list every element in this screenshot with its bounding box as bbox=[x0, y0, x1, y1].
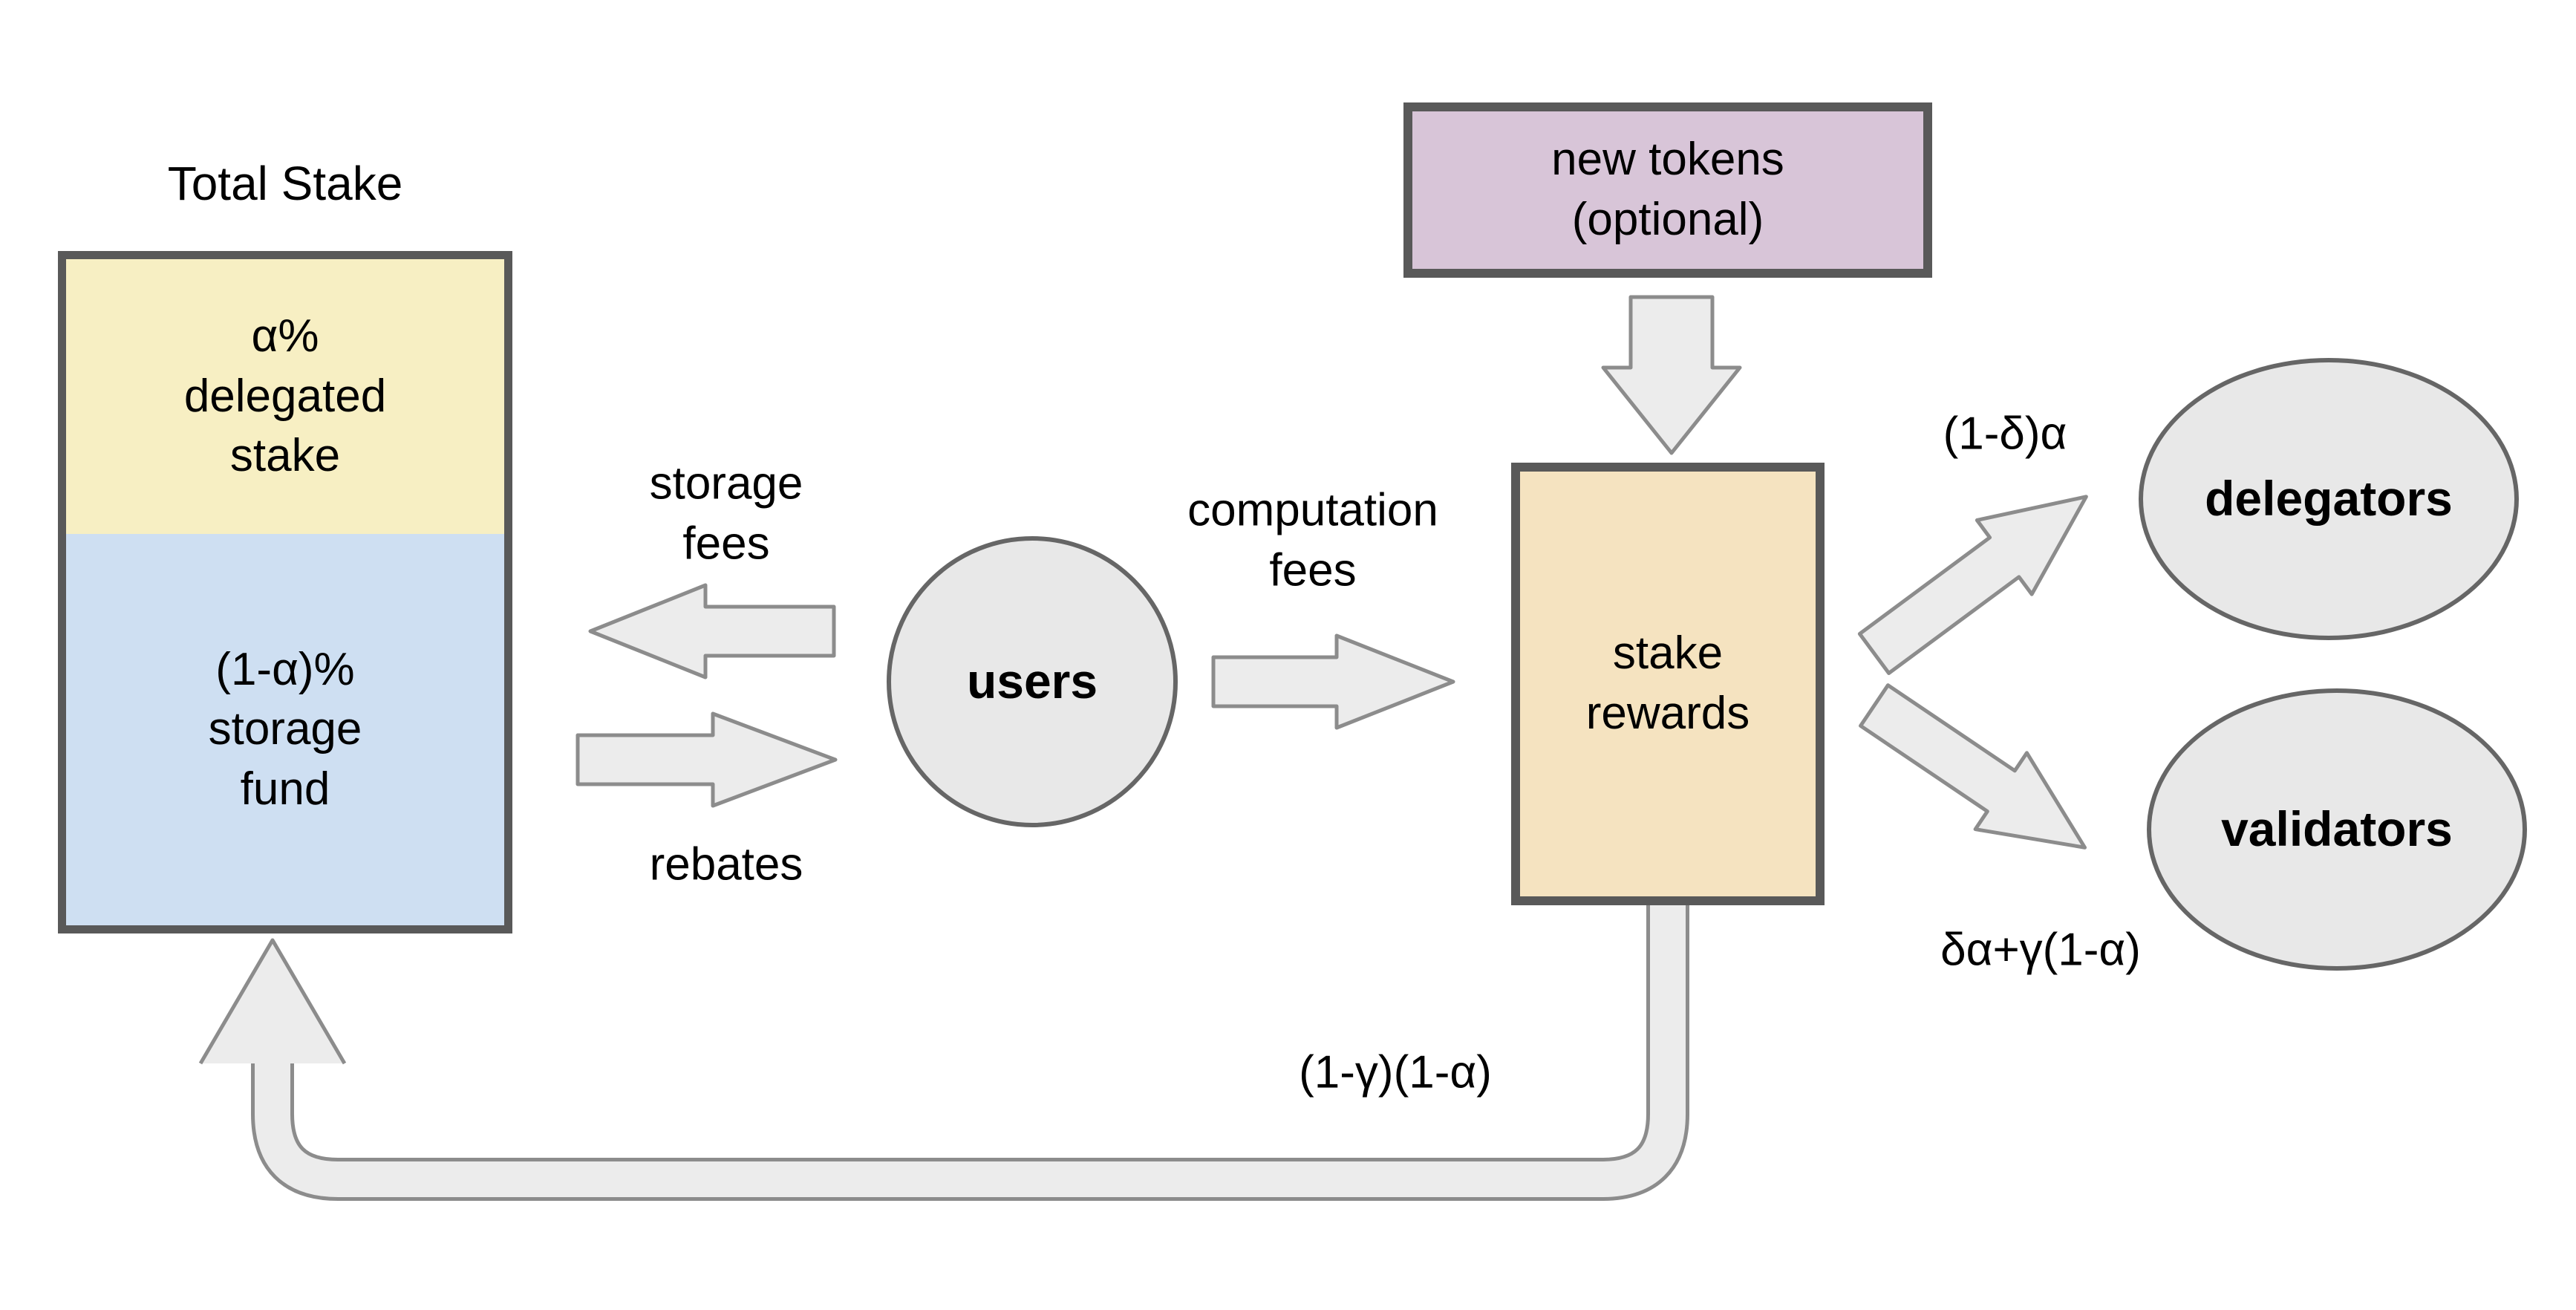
rebates-label: rebates bbox=[649, 838, 803, 890]
stake-rewards-line2: rewards bbox=[1585, 688, 1750, 739]
delegators-label: delegators bbox=[2205, 471, 2453, 527]
delegators-arrow bbox=[1857, 495, 2088, 676]
new-tokens-line2: (optional) bbox=[1571, 194, 1764, 245]
storage-fund-line1: (1-α)% bbox=[215, 643, 355, 695]
storage-fund-return-arrowhead-outline bbox=[198, 938, 347, 1065]
storage-fees-line2: fees bbox=[682, 518, 770, 569]
validators-share-label: δα+γ(1-α) bbox=[1940, 924, 2141, 976]
delegators-share-label: (1-δ)α bbox=[1943, 408, 2067, 460]
new-tokens-line1: new tokens bbox=[1551, 134, 1784, 186]
storage-fund-line3: fund bbox=[240, 763, 330, 815]
delegated-stake-line3: stake bbox=[229, 430, 341, 482]
computation-fees-arrow bbox=[1211, 633, 1455, 730]
storage-fund-section: (1-α)% storage fund bbox=[66, 534, 504, 925]
validators-label: validators bbox=[2221, 801, 2453, 857]
validators-arrow bbox=[1859, 683, 2087, 850]
storage-fees-line1: storage bbox=[649, 457, 803, 509]
rebates-arrow bbox=[575, 711, 838, 808]
users-node: users bbox=[887, 536, 1178, 827]
delegated-stake-line1: α% bbox=[251, 310, 319, 362]
storage-fees-arrow bbox=[588, 583, 836, 680]
new-tokens-arrow bbox=[1601, 295, 1742, 455]
validators-node: validators bbox=[2147, 688, 2527, 971]
computation-fees-line2: fees bbox=[1269, 544, 1357, 596]
storage-fund-return-pipe-outline bbox=[251, 899, 1689, 1201]
computation-fees-label: computation fees bbox=[1187, 480, 1438, 600]
computation-fees-line1: computation bbox=[1187, 484, 1438, 536]
storage-fund-return-label: (1-γ)(1-α) bbox=[1299, 1046, 1492, 1098]
users-label: users bbox=[966, 654, 1098, 709]
new-tokens-node: new tokens (optional) bbox=[1403, 102, 1932, 278]
storage-fund-return-pipe bbox=[255, 899, 1686, 1197]
delegators-node: delegators bbox=[2139, 358, 2519, 640]
delegated-stake-section: α% delegated stake bbox=[66, 259, 504, 534]
storage-fees-label: storage fees bbox=[650, 454, 803, 573]
delegated-stake-line2: delegated bbox=[183, 370, 387, 422]
total-stake-box: α% delegated stake (1-α)% storage fund bbox=[58, 251, 512, 933]
storage-fund-return-arrowhead bbox=[200, 940, 345, 1063]
stake-rewards-node: stake rewards bbox=[1511, 463, 1825, 905]
total-stake-title: Total Stake bbox=[167, 157, 403, 210]
stake-rewards-line1: stake bbox=[1612, 628, 1724, 680]
storage-fund-line2: storage bbox=[208, 703, 362, 755]
